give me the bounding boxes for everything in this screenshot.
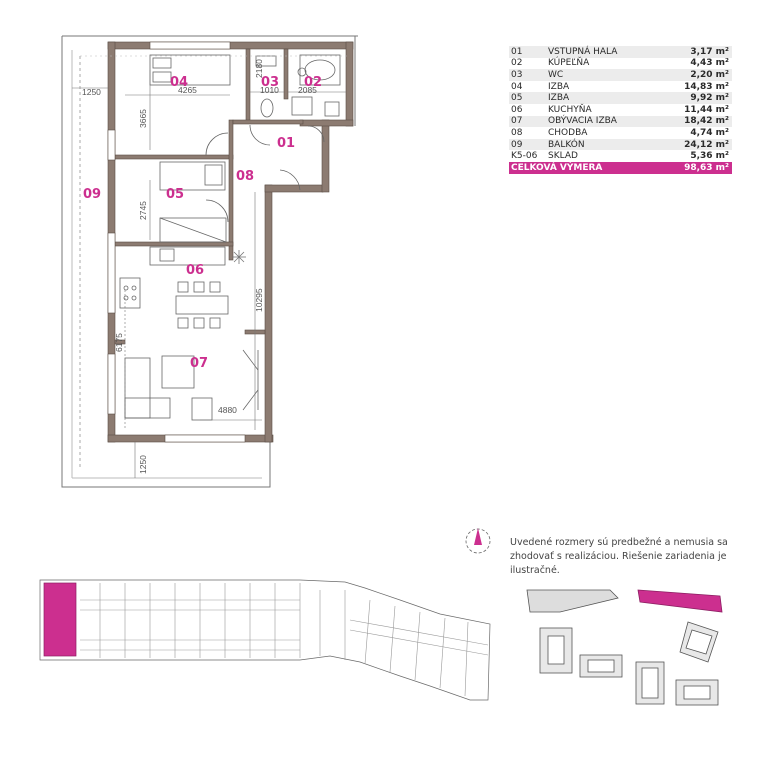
dim-1010: 1010 bbox=[260, 85, 279, 95]
area-total-value: 98,63 m² bbox=[656, 161, 732, 174]
balcony-outline bbox=[61, 35, 358, 488]
area-cell-name: CHODBA bbox=[548, 127, 588, 138]
room-label-03: 03 bbox=[261, 75, 279, 90]
dim-3665: 3665 bbox=[138, 109, 148, 128]
dim-2180: 2180 bbox=[254, 59, 264, 78]
appliance-icon bbox=[232, 250, 246, 264]
dim-2085: 2085 bbox=[298, 85, 317, 95]
area-cell-area: 24,12 m² bbox=[656, 138, 732, 151]
dim-2745: 2745 bbox=[138, 201, 148, 220]
area-cell-name: SKLAD bbox=[548, 151, 578, 162]
area-row: 06 KUCHYŇA 11,44 m² bbox=[509, 104, 732, 116]
area-cell-name: IZBA bbox=[548, 81, 570, 92]
area-row: 04 IZBA 14,83 m² bbox=[509, 81, 732, 93]
windows bbox=[107, 41, 246, 443]
area-cell-name: VSTUPNÁ HALA bbox=[548, 46, 657, 58]
room-label-04: 04 bbox=[170, 75, 188, 90]
compass-icon bbox=[465, 528, 491, 554]
disclaimer-line-2: zhodovať s realizáciou. Riešenie zariade… bbox=[510, 551, 727, 576]
room-label-02: 02 bbox=[304, 75, 322, 90]
area-row: 02 KÚPEĽŇA 4,43 m² bbox=[509, 58, 732, 70]
area-cell-num: 08 bbox=[511, 127, 523, 138]
dim-1250-top: 1250 bbox=[82, 87, 101, 97]
area-cell-num: 03 bbox=[509, 69, 548, 81]
area-cell-num: 05 bbox=[509, 92, 548, 104]
dim-4880: 4880 bbox=[218, 405, 237, 415]
area-cell-num: K5-06 bbox=[511, 151, 538, 162]
area-cell-area: 18,42 m² bbox=[656, 115, 732, 128]
area-cell-area: 2,20 m² bbox=[656, 69, 732, 81]
dimension-lines bbox=[72, 55, 350, 478]
room-label-01: 01 bbox=[277, 136, 295, 151]
room-label-09: 09 bbox=[83, 187, 101, 202]
dim-1250-bottom: 1250 bbox=[138, 455, 148, 474]
area-cell-name: IZBA bbox=[548, 92, 657, 104]
area-cell-num: 01 bbox=[509, 46, 548, 58]
room-label-08: 08 bbox=[236, 169, 254, 184]
disclaimer-line-1: Uvedené rozmery sú predbežné a nemusia s… bbox=[510, 537, 728, 548]
area-total-label: CELKOVÁ VÝMERA bbox=[509, 161, 657, 174]
area-cell-num: 02 bbox=[511, 58, 523, 69]
area-row: K5-06 SKLAD 5,36 m² bbox=[509, 150, 732, 162]
building-plan bbox=[39, 579, 491, 701]
room-label-07: 07 bbox=[190, 356, 208, 371]
area-cell-area: 4,74 m² bbox=[690, 127, 729, 138]
dim-4265: 4265 bbox=[178, 85, 197, 95]
area-cell-num: 06 bbox=[511, 104, 523, 115]
area-row: 08 CHODBA 4,74 m² bbox=[509, 127, 732, 139]
area-cell-area: 5,36 m² bbox=[690, 151, 729, 162]
area-cell-name: BALKÓN bbox=[548, 138, 657, 151]
area-cell-area: 14,83 m² bbox=[684, 81, 729, 92]
area-cell-name: OBÝVACIA IZBA bbox=[548, 115, 657, 128]
area-cell-name: KUCHYŇA bbox=[548, 104, 592, 115]
room-label-05: 05 bbox=[166, 187, 184, 202]
walls bbox=[107, 41, 354, 443]
area-cell-name: KÚPEĽŇA bbox=[548, 58, 590, 69]
area-cell-num: 09 bbox=[509, 138, 548, 151]
area-cell-num: 07 bbox=[509, 115, 548, 128]
room-label-06: 06 bbox=[186, 263, 204, 278]
area-cell-area: 11,44 m² bbox=[684, 104, 729, 115]
area-cell-name: WC bbox=[548, 69, 657, 81]
area-cell-area: 4,43 m² bbox=[690, 58, 729, 69]
site-map bbox=[526, 589, 723, 706]
dim-10295: 10295 bbox=[254, 288, 264, 312]
area-cell-area: 3,17 m² bbox=[656, 46, 732, 58]
disclaimer-note: Uvedené rozmery sú predbežné a nemusia s… bbox=[510, 536, 740, 578]
dim-6175: 6175 bbox=[114, 333, 124, 352]
area-cell-area: 9,92 m² bbox=[656, 92, 732, 104]
area-cell-num: 04 bbox=[511, 81, 523, 92]
